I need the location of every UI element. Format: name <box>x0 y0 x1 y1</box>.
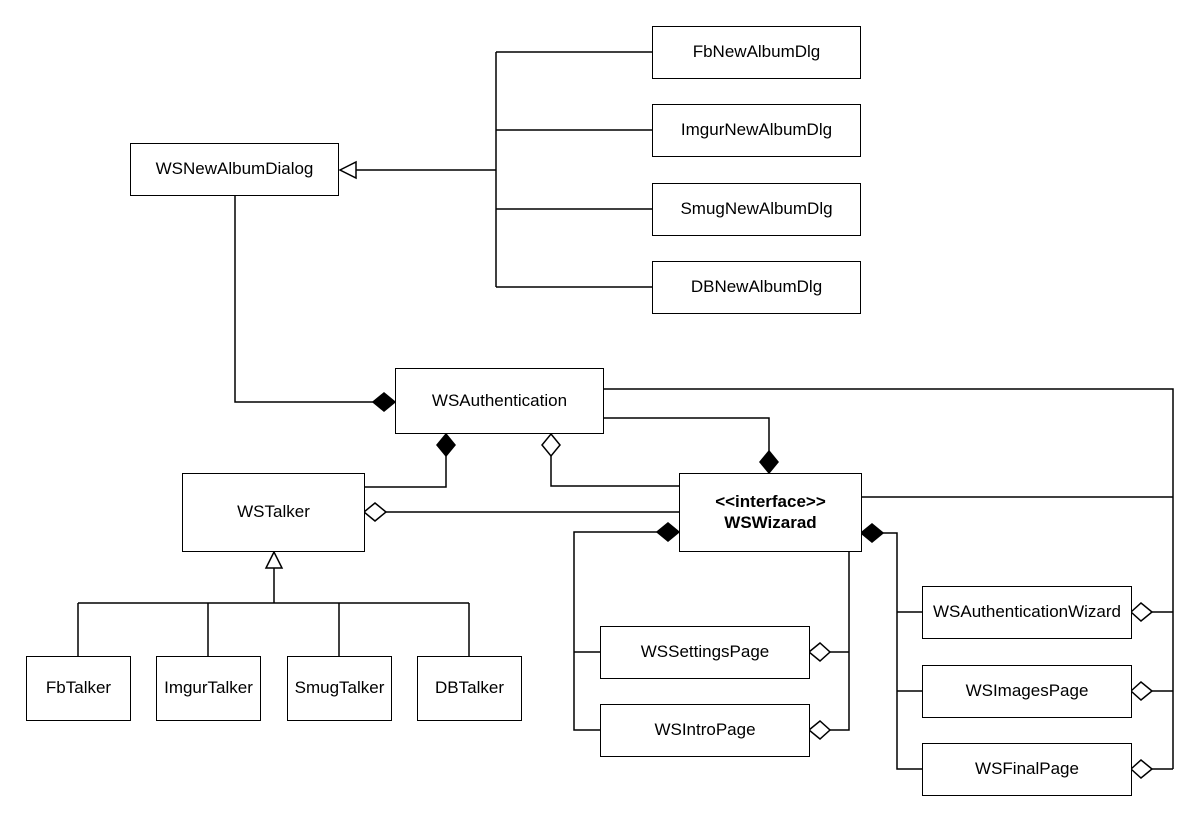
class-name: DBTalker <box>435 678 504 698</box>
class-db-new-album-dlg: DBNewAlbumDlg <box>652 261 861 314</box>
class-name: WSIntroPage <box>654 720 756 740</box>
composition-diamond-icon <box>655 522 681 542</box>
class-name: DBNewAlbumDlg <box>690 277 823 297</box>
new-album-dialog-inheritance-connectors <box>338 51 652 288</box>
class-name: WSAuthentication <box>431 390 568 410</box>
class-name: WSFinalPage <box>975 759 1079 779</box>
class-ws-authentication: WSAuthentication <box>395 368 604 434</box>
aggregation-diamond-icon <box>541 432 561 458</box>
aggregation-diamond-icon <box>362 502 388 522</box>
class-ws-images-page: WSImagesPage <box>922 665 1132 718</box>
aggregation-diamond-icon <box>807 720 832 740</box>
class-name: ImgurNewAlbumDlg <box>680 120 833 140</box>
class-name: SmugTalker <box>294 678 385 698</box>
class-db-talker: DBTalker <box>417 656 522 721</box>
class-name: WSWizarad <box>724 512 817 532</box>
interface-stereotype: <<interface>> <box>715 492 826 512</box>
generalization-arrow-icon <box>264 550 284 569</box>
class-name: WSImagesPage <box>965 681 1089 701</box>
class-name: WSTalker <box>237 502 310 522</box>
aggregation-diamond-icon <box>807 642 832 662</box>
class-fb-new-album-dlg: FbNewAlbumDlg <box>652 26 861 79</box>
aggregation-diamond-icon <box>1129 681 1154 701</box>
class-ws-authentication-wizard: WSAuthenticationWizard <box>922 586 1132 639</box>
composition-diamond-icon <box>859 523 885 543</box>
aggregation-diamond-icon <box>1129 759 1154 779</box>
class-ws-final-page: WSFinalPage <box>922 743 1132 796</box>
composition-diamond-icon <box>436 432 456 458</box>
composition-diamond-icon <box>371 392 397 412</box>
class-name: WSSettingsPage <box>640 642 770 662</box>
class-name: SmugNewAlbumDlg <box>680 199 833 219</box>
class-fb-talker: FbTalker <box>26 656 131 721</box>
class-smug-talker: SmugTalker <box>287 656 392 721</box>
composition-diamond-icon <box>759 449 779 475</box>
wizard-talker-aggregation <box>362 502 679 522</box>
class-imgur-new-album-dlg: ImgurNewAlbumDlg <box>652 104 861 157</box>
class-ws-intro-page: WSIntroPage <box>600 704 810 757</box>
class-name: WSNewAlbumDialog <box>155 159 314 179</box>
authentication-talker-composition <box>364 432 456 488</box>
class-ws-new-album-dialog: WSNewAlbumDialog <box>130 143 339 196</box>
authentication-wizard-composition <box>603 417 779 475</box>
dialog-authentication-composition <box>234 196 397 412</box>
class-name: ImgurTalker <box>164 678 253 698</box>
class-smug-new-album-dlg: SmugNewAlbumDlg <box>652 183 861 236</box>
class-name: FbNewAlbumDlg <box>692 42 821 62</box>
talker-inheritance-connectors <box>77 550 470 656</box>
interface-ws-wizard: <<interface>> WSWizarad <box>679 473 862 552</box>
class-imgur-talker: ImgurTalker <box>156 656 261 721</box>
right-bus-connectors <box>603 388 1174 779</box>
aggregation-diamond-icon <box>1129 602 1154 622</box>
class-name: WSAuthenticationWizard <box>932 602 1122 622</box>
class-name: FbTalker <box>45 678 112 698</box>
wizard-left-pages-aggregation <box>807 552 850 740</box>
generalization-arrow-icon <box>338 160 357 180</box>
wizard-right-pages-composition <box>859 523 923 770</box>
class-ws-settings-page: WSSettingsPage <box>600 626 810 679</box>
class-ws-talker: WSTalker <box>182 473 365 552</box>
authentication-wizard-aggregation <box>541 432 679 487</box>
